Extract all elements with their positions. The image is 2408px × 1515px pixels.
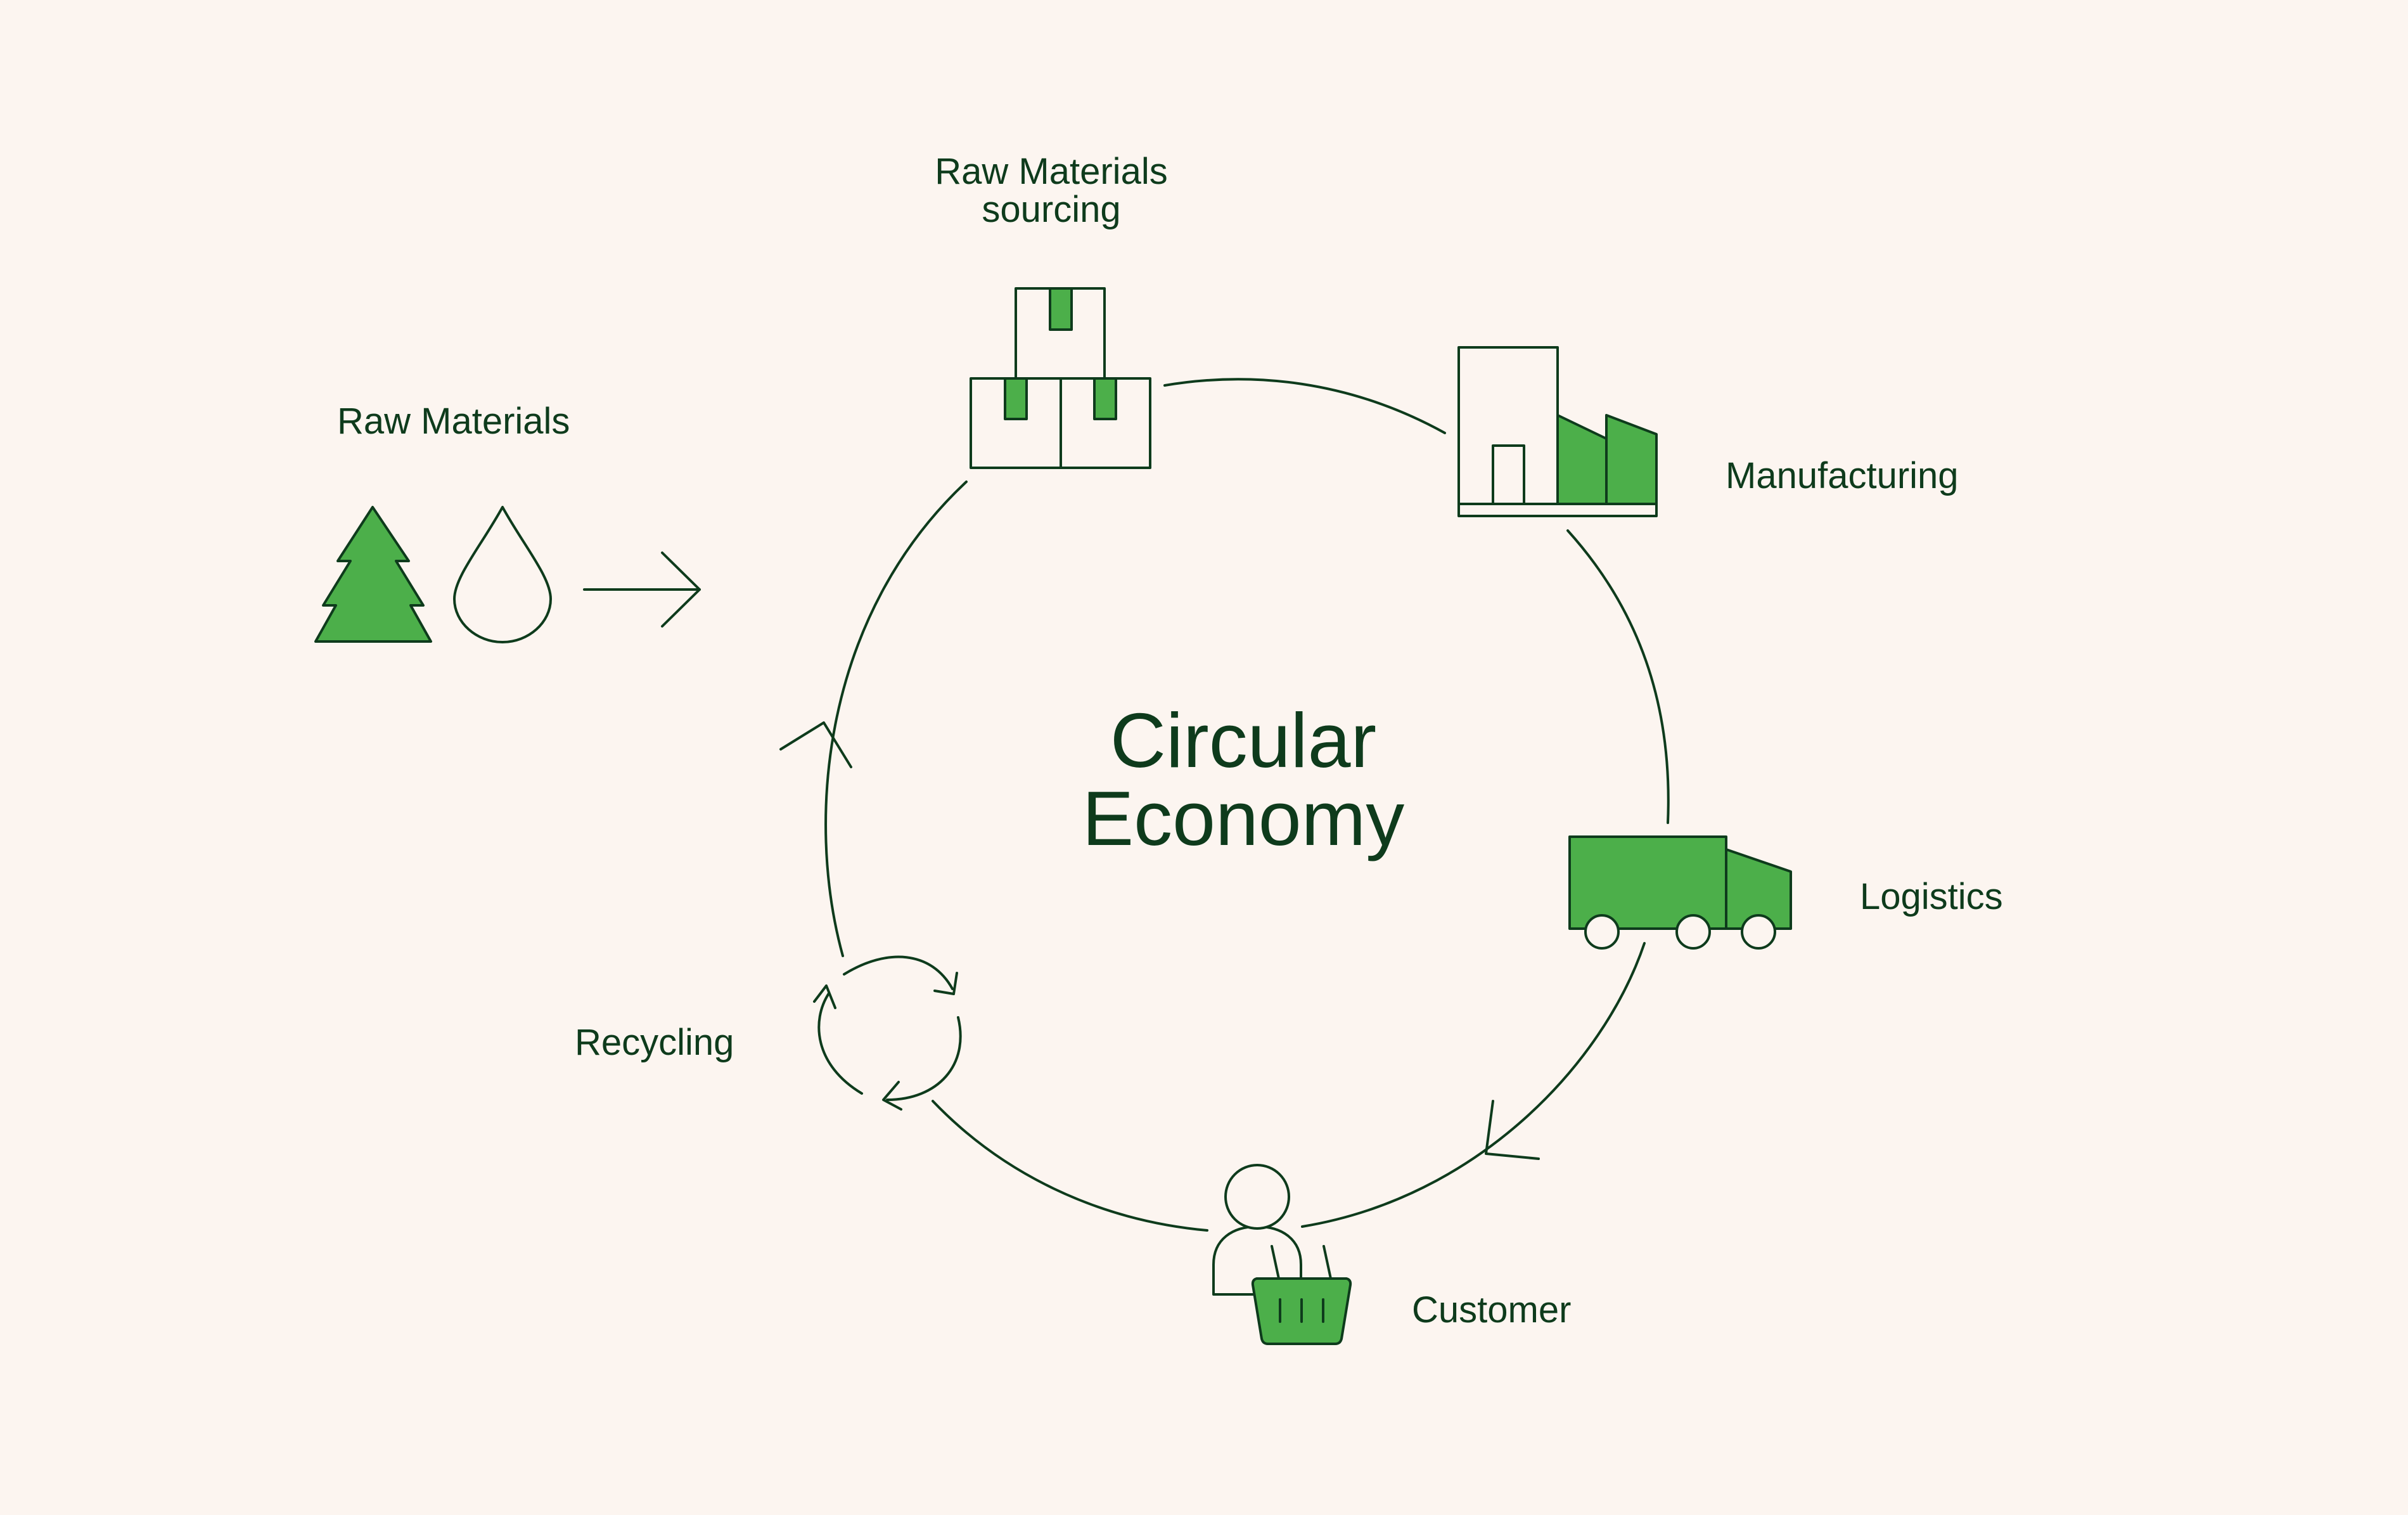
label-manufacturing: Manufacturing xyxy=(1726,455,1959,496)
label-raw-materials: Raw Materials xyxy=(337,401,570,442)
raw-materials-group xyxy=(314,506,701,643)
label-sourcing-line1: Raw Materials xyxy=(935,151,1167,192)
shopper-with-basket-icon xyxy=(1212,1164,1352,1345)
water-drop-icon xyxy=(453,506,552,643)
label-sourcing-line2: sourcing xyxy=(982,189,1120,230)
truck-icon xyxy=(1568,835,1792,950)
ring-arc-manufacturing-to-logistics xyxy=(1566,529,1670,824)
center-title-line1: Circular xyxy=(1110,697,1376,783)
arrow-right-icon xyxy=(583,551,701,628)
label-customer: Customer xyxy=(1412,1289,1571,1331)
flow-arrow-down-right xyxy=(1485,1100,1540,1160)
stacked-boxes-icon xyxy=(970,287,1151,469)
ring-arc-sourcing-to-manufacturing xyxy=(1163,378,1446,434)
tree-icon xyxy=(314,506,432,643)
center-title-line2: Economy xyxy=(1082,775,1405,861)
label-recycling: Recycling xyxy=(575,1022,734,1063)
ring-arc-logistics-to-customer xyxy=(1301,942,1646,1228)
label-logistics: Logistics xyxy=(1860,876,2003,917)
factory-icon xyxy=(1457,346,1658,517)
flow-arrow-up-left xyxy=(779,721,852,768)
ring-arc-customer-to-recycling xyxy=(932,1100,1208,1232)
ring-arc-recycling-to-sourcing xyxy=(824,480,968,957)
recycle-arrows-icon xyxy=(813,955,962,1111)
cycle-ring xyxy=(824,378,1670,1232)
